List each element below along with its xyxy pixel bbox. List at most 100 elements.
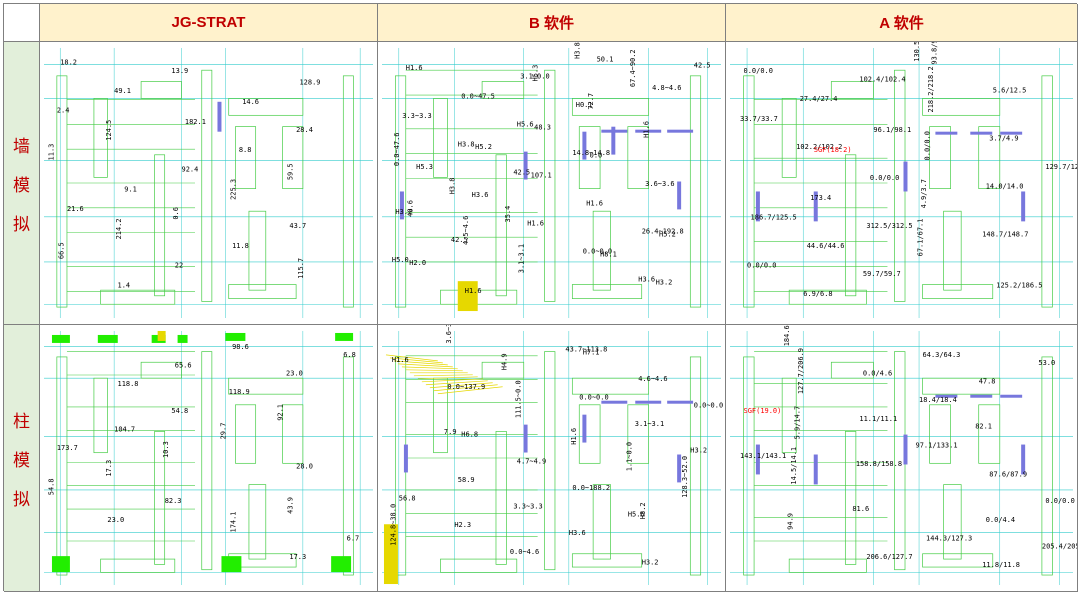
wall-outline (228, 377, 304, 395)
value-label: 43.7~113.8 (565, 346, 607, 354)
value-label: 0.0/0.0 (744, 67, 773, 75)
value-label: H3.2 (690, 447, 707, 455)
section-fill (221, 556, 242, 573)
value-label: 59.7/59.7 (863, 270, 901, 278)
value-label: 11.1/11.1 (859, 415, 897, 423)
value-label: 29.7 (219, 423, 227, 440)
value-label: 9.1 (124, 185, 137, 193)
value-label: 56.8 (399, 495, 416, 503)
value-label: H1.6 (406, 64, 423, 72)
value-label: 174.1 (229, 512, 237, 533)
row-label-char: 拟 (13, 489, 30, 510)
value-label: 6.7 (347, 534, 360, 542)
section-fill (225, 332, 246, 341)
value-label: 64.3/64.3 (923, 351, 961, 359)
value-label: 26.4~192.8 (642, 228, 684, 236)
wall-outline (922, 553, 994, 568)
wall-outline (578, 126, 601, 189)
value-label: SGF(18.2) (814, 146, 852, 154)
panel-column-a: 184.6/184.682.181.653.097.1/133.194.947.… (726, 325, 1078, 592)
wall-outline (743, 356, 755, 576)
value-label: 173.4 (810, 194, 831, 202)
section-fill (813, 454, 818, 485)
value-label: 128.3~52.0 (681, 456, 689, 498)
wall-outline (943, 484, 962, 560)
wall-outline (689, 356, 702, 576)
value-label: 0.0/0.0 (924, 131, 932, 160)
value-label: 6.8 (343, 351, 356, 359)
value-label: 158.8/158.8 (856, 460, 902, 468)
value-label: 184.6/184.6 (783, 325, 791, 346)
value-label: 92.4 (182, 166, 199, 174)
value-label: H6.8 (461, 431, 478, 439)
value-label: 3.7/4.9 (989, 135, 1018, 143)
value-label: 205.4/205.4 (1042, 542, 1077, 550)
section-fill (635, 400, 662, 404)
wall-outline (627, 126, 650, 189)
value-label: H1.6 (586, 200, 603, 208)
value-label: H3.6 (569, 529, 586, 537)
value-label: 47.8 (979, 378, 996, 386)
value-label: 44.6/44.6 (807, 242, 845, 250)
value-label: 107.1 (531, 171, 552, 179)
value-label: 4.6~4.6 (638, 375, 667, 383)
section-fill (755, 191, 760, 222)
value-label: H7.1 (583, 348, 600, 356)
wall-outline (154, 431, 166, 565)
wall-outline (235, 404, 257, 464)
value-label: 13.9 (171, 67, 188, 75)
section-fill (331, 556, 352, 573)
section-fill (383, 524, 398, 585)
value-label: H5.2 (659, 231, 676, 239)
section-fill (970, 131, 993, 135)
wall-outline (248, 484, 267, 560)
value-label: 10.3 (162, 441, 170, 458)
section-fill (677, 454, 682, 483)
value-label: H0.1 (576, 101, 593, 109)
value-label: 96.1/98.1 (873, 126, 911, 134)
value-label: 0.0~4.6 (510, 548, 539, 556)
value-label: 144.3/127.3 (926, 534, 972, 542)
grid-line (437, 386, 503, 395)
value-label: 0.6 (172, 207, 180, 220)
value-label: 18.2 (60, 59, 77, 67)
value-label: H3.2 (656, 279, 673, 287)
row-label-char: 模 (13, 450, 30, 471)
wall-outline (481, 81, 525, 99)
section-fill (935, 131, 958, 135)
section-fill (399, 191, 404, 220)
header-a-software: A 软件 (726, 4, 1078, 42)
value-label: 17.3 (105, 460, 113, 477)
section-fill (1000, 394, 1023, 398)
wall-outline (93, 377, 108, 454)
value-label: 6.9/6.8 (803, 290, 832, 298)
value-label: 48.6 (407, 200, 415, 217)
grid-line (413, 374, 473, 377)
value-label: 3.3~3.3 (402, 112, 431, 120)
section-fill (457, 281, 478, 312)
value-label: 225.3 (229, 179, 237, 200)
value-label: 128.9 (299, 78, 320, 86)
section-fill (903, 434, 908, 465)
value-label: H3.2 (639, 502, 647, 519)
wall-outline (440, 558, 518, 573)
value-label: 0.0~188.2 (572, 484, 610, 492)
value-label: 186.7/125.5 (751, 214, 797, 222)
section-fill (403, 444, 408, 473)
wall-outline (781, 377, 797, 454)
value-label: H5.3 (532, 65, 540, 82)
wall-outline (922, 377, 1001, 395)
value-label: 94.9 (787, 513, 795, 530)
value-label: 67.1/67.1 (917, 219, 925, 257)
wall-outline (978, 126, 1001, 189)
wall-outline (235, 126, 257, 189)
grid-line (389, 357, 443, 364)
section-fill (51, 556, 70, 573)
value-label: 312.5/312.5 (866, 222, 912, 230)
wall-outline (571, 284, 643, 299)
value-label: 4.5~4.6 (462, 216, 470, 245)
cad-drawing-column-jg: 92.182.36.829.723.023.010.36.7118.917.31… (43, 330, 374, 586)
value-label: 4.9/3.7 (920, 179, 928, 208)
